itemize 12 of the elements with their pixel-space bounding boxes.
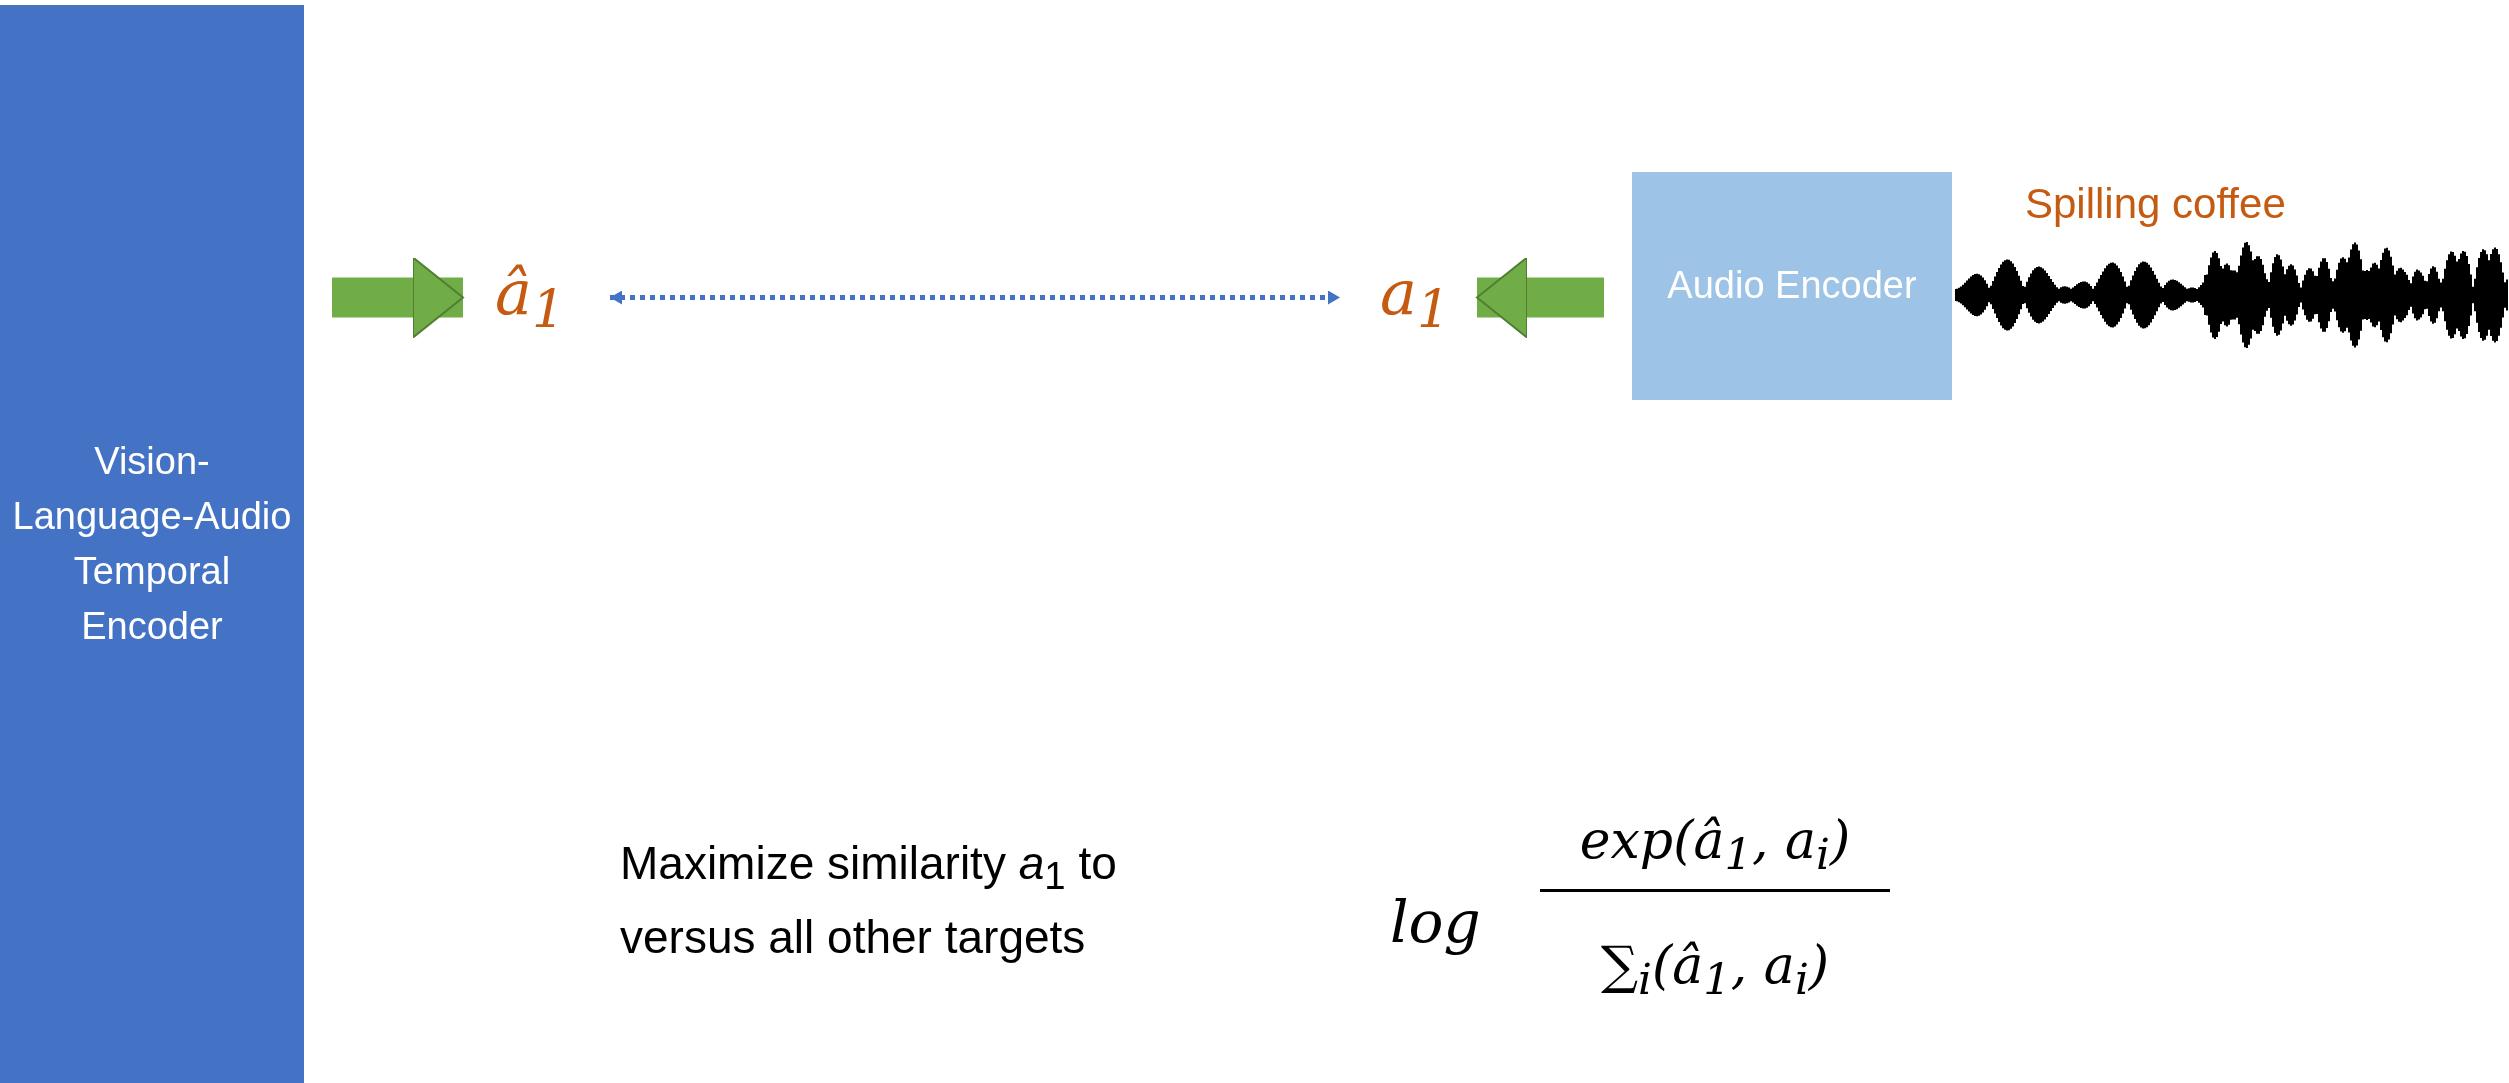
- encoder-bar: Vision-Language-Audio Temporal Encoder: [0, 5, 304, 1083]
- encoder-box: Audio Encoder: [1632, 172, 1952, 400]
- node-label: Spilling coffee: [2025, 180, 2286, 228]
- double-arrow: [610, 290, 1340, 305]
- note-text: Maximize similarity a$_{1}$ to versus all other targets: [620, 836, 1118, 965]
- formula-text: exp(â$_{1}$, a$_{i}$): [1540, 810, 1890, 893]
- embedding-symbol: â$_{1}$: [475, 250, 585, 345]
- embedding-symbol: a$_{1}$: [1365, 250, 1465, 345]
- formula-text: ∑$_{i}$(â$_{1}$, a$_{i}$): [1599, 935, 1831, 1005]
- block-arrow: [1476, 256, 1604, 339]
- block-arrow: [332, 256, 464, 339]
- formula-text: log: [1390, 888, 1481, 956]
